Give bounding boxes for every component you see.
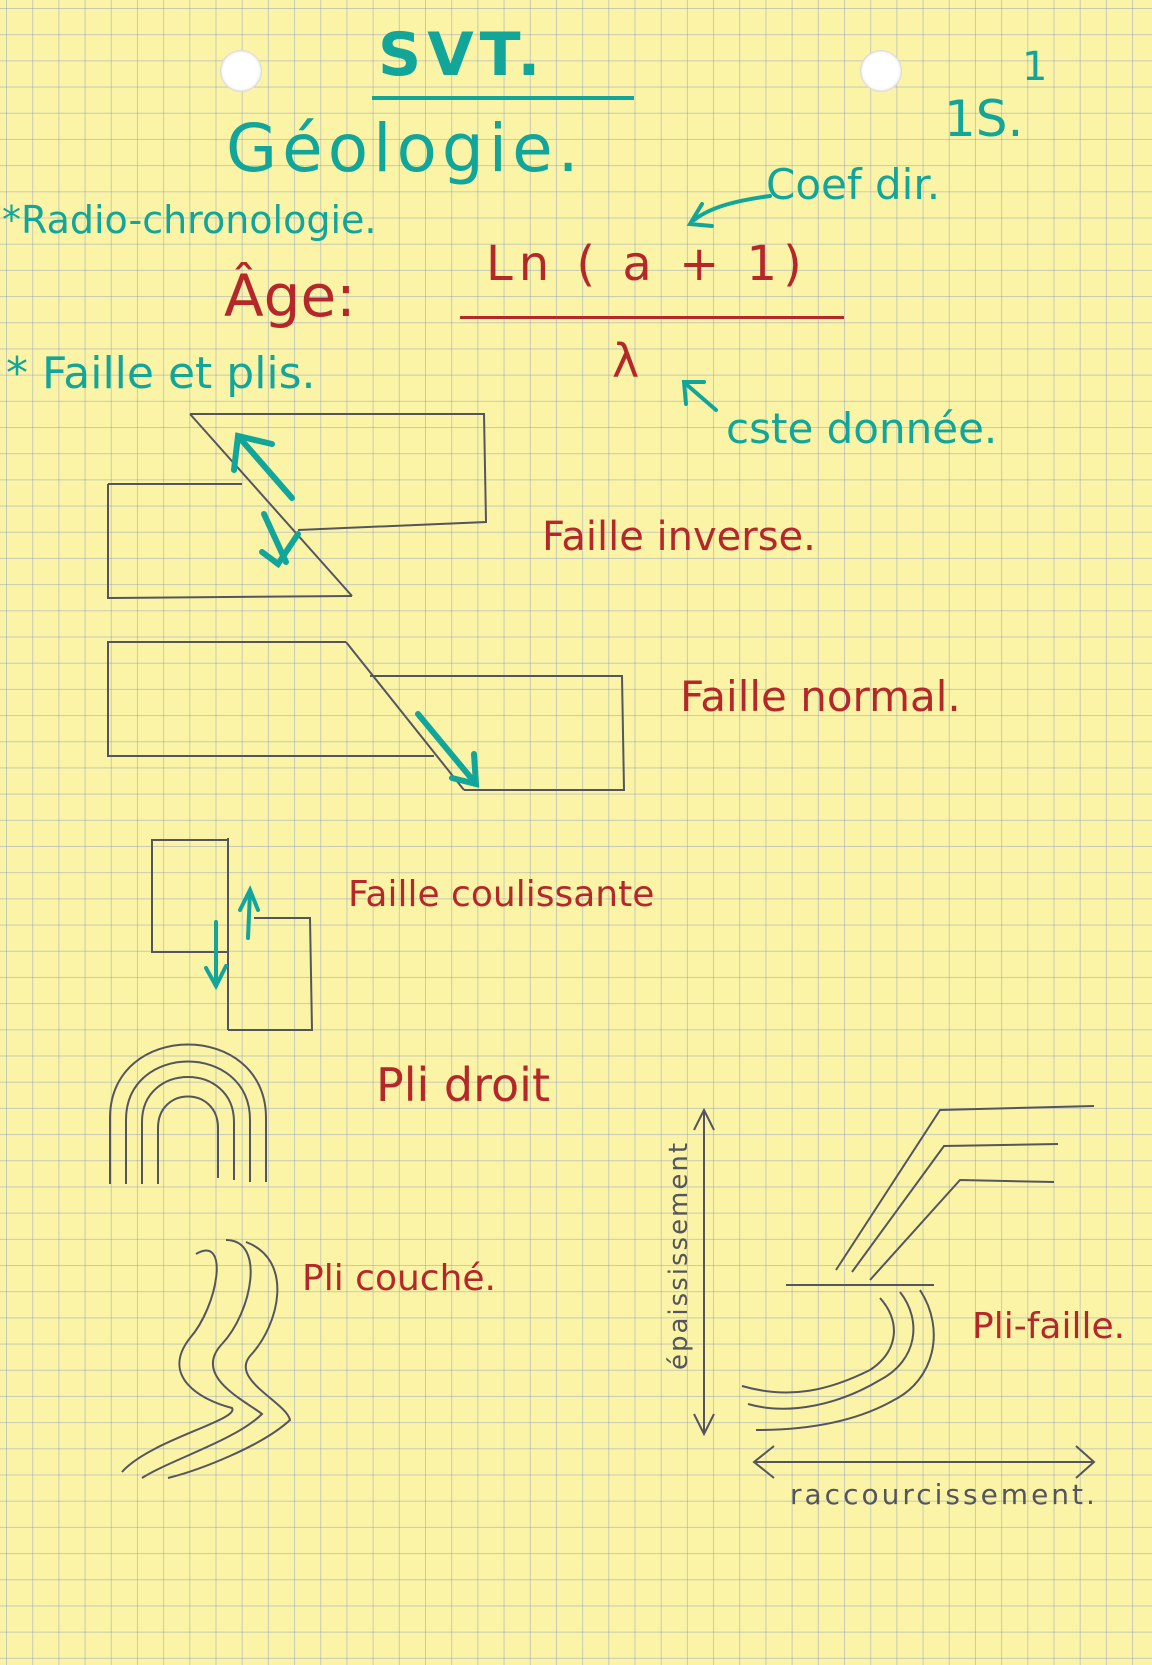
topic-title: Géologie. — [226, 110, 584, 187]
diagram-faille-normale — [107, 641, 626, 791]
label-pli-couche: Pli couché. — [302, 1258, 496, 1299]
coef-pointer-arrow-icon — [686, 194, 772, 228]
age-label: Âge: — [224, 262, 356, 330]
epaississement-double-arrow-icon — [693, 1107, 715, 1437]
arrow-down-right-icon — [415, 711, 480, 788]
punch-hole-left — [220, 50, 262, 92]
formula-denominator: λ — [612, 334, 640, 388]
formula-numerator: Ln ( a + 1) — [486, 236, 808, 292]
diagram-pli-couche — [121, 1239, 292, 1479]
label-faille-coulissante: Faille coulissante — [348, 874, 655, 915]
label-pli-faille: Pli-faille. — [972, 1306, 1126, 1347]
arrow-down-icon-2 — [204, 920, 228, 991]
diagram-pli-faille — [741, 1105, 1095, 1431]
label-faille-inverse: Faille inverse. — [542, 514, 816, 560]
arrow-up-icon — [231, 432, 295, 501]
raccourcissement-double-arrow-icon — [752, 1445, 1096, 1479]
class-label: 1S. — [944, 90, 1024, 148]
subject-title: SVT. — [378, 20, 547, 90]
diagram-faille-coulissante — [151, 838, 314, 1031]
arrow-down-icon — [259, 511, 301, 569]
label-faille-normale: Faille normal. — [680, 672, 961, 721]
label-pli-droit: Pli droit — [376, 1058, 550, 1112]
note-coef-dir: Coef dir. — [766, 160, 941, 209]
section-radio-chronologie: *Radio-chronologie. — [2, 198, 377, 242]
label-raccourcissement: raccourcissement. — [790, 1478, 1098, 1511]
subject-underline — [372, 96, 634, 100]
note-cste-donnee: cste donnée. — [726, 404, 998, 453]
page-number: 1 — [1022, 44, 1048, 90]
diagram-faille-inverse — [107, 413, 488, 600]
cste-pointer-arrow-icon — [681, 380, 718, 412]
arrow-up-icon-2 — [238, 885, 260, 940]
diagram-pli-droit — [109, 1043, 267, 1184]
punch-hole-right — [860, 50, 902, 92]
section-faille-plis: * Faille et plis. — [6, 348, 316, 399]
fraction-bar — [460, 316, 844, 319]
